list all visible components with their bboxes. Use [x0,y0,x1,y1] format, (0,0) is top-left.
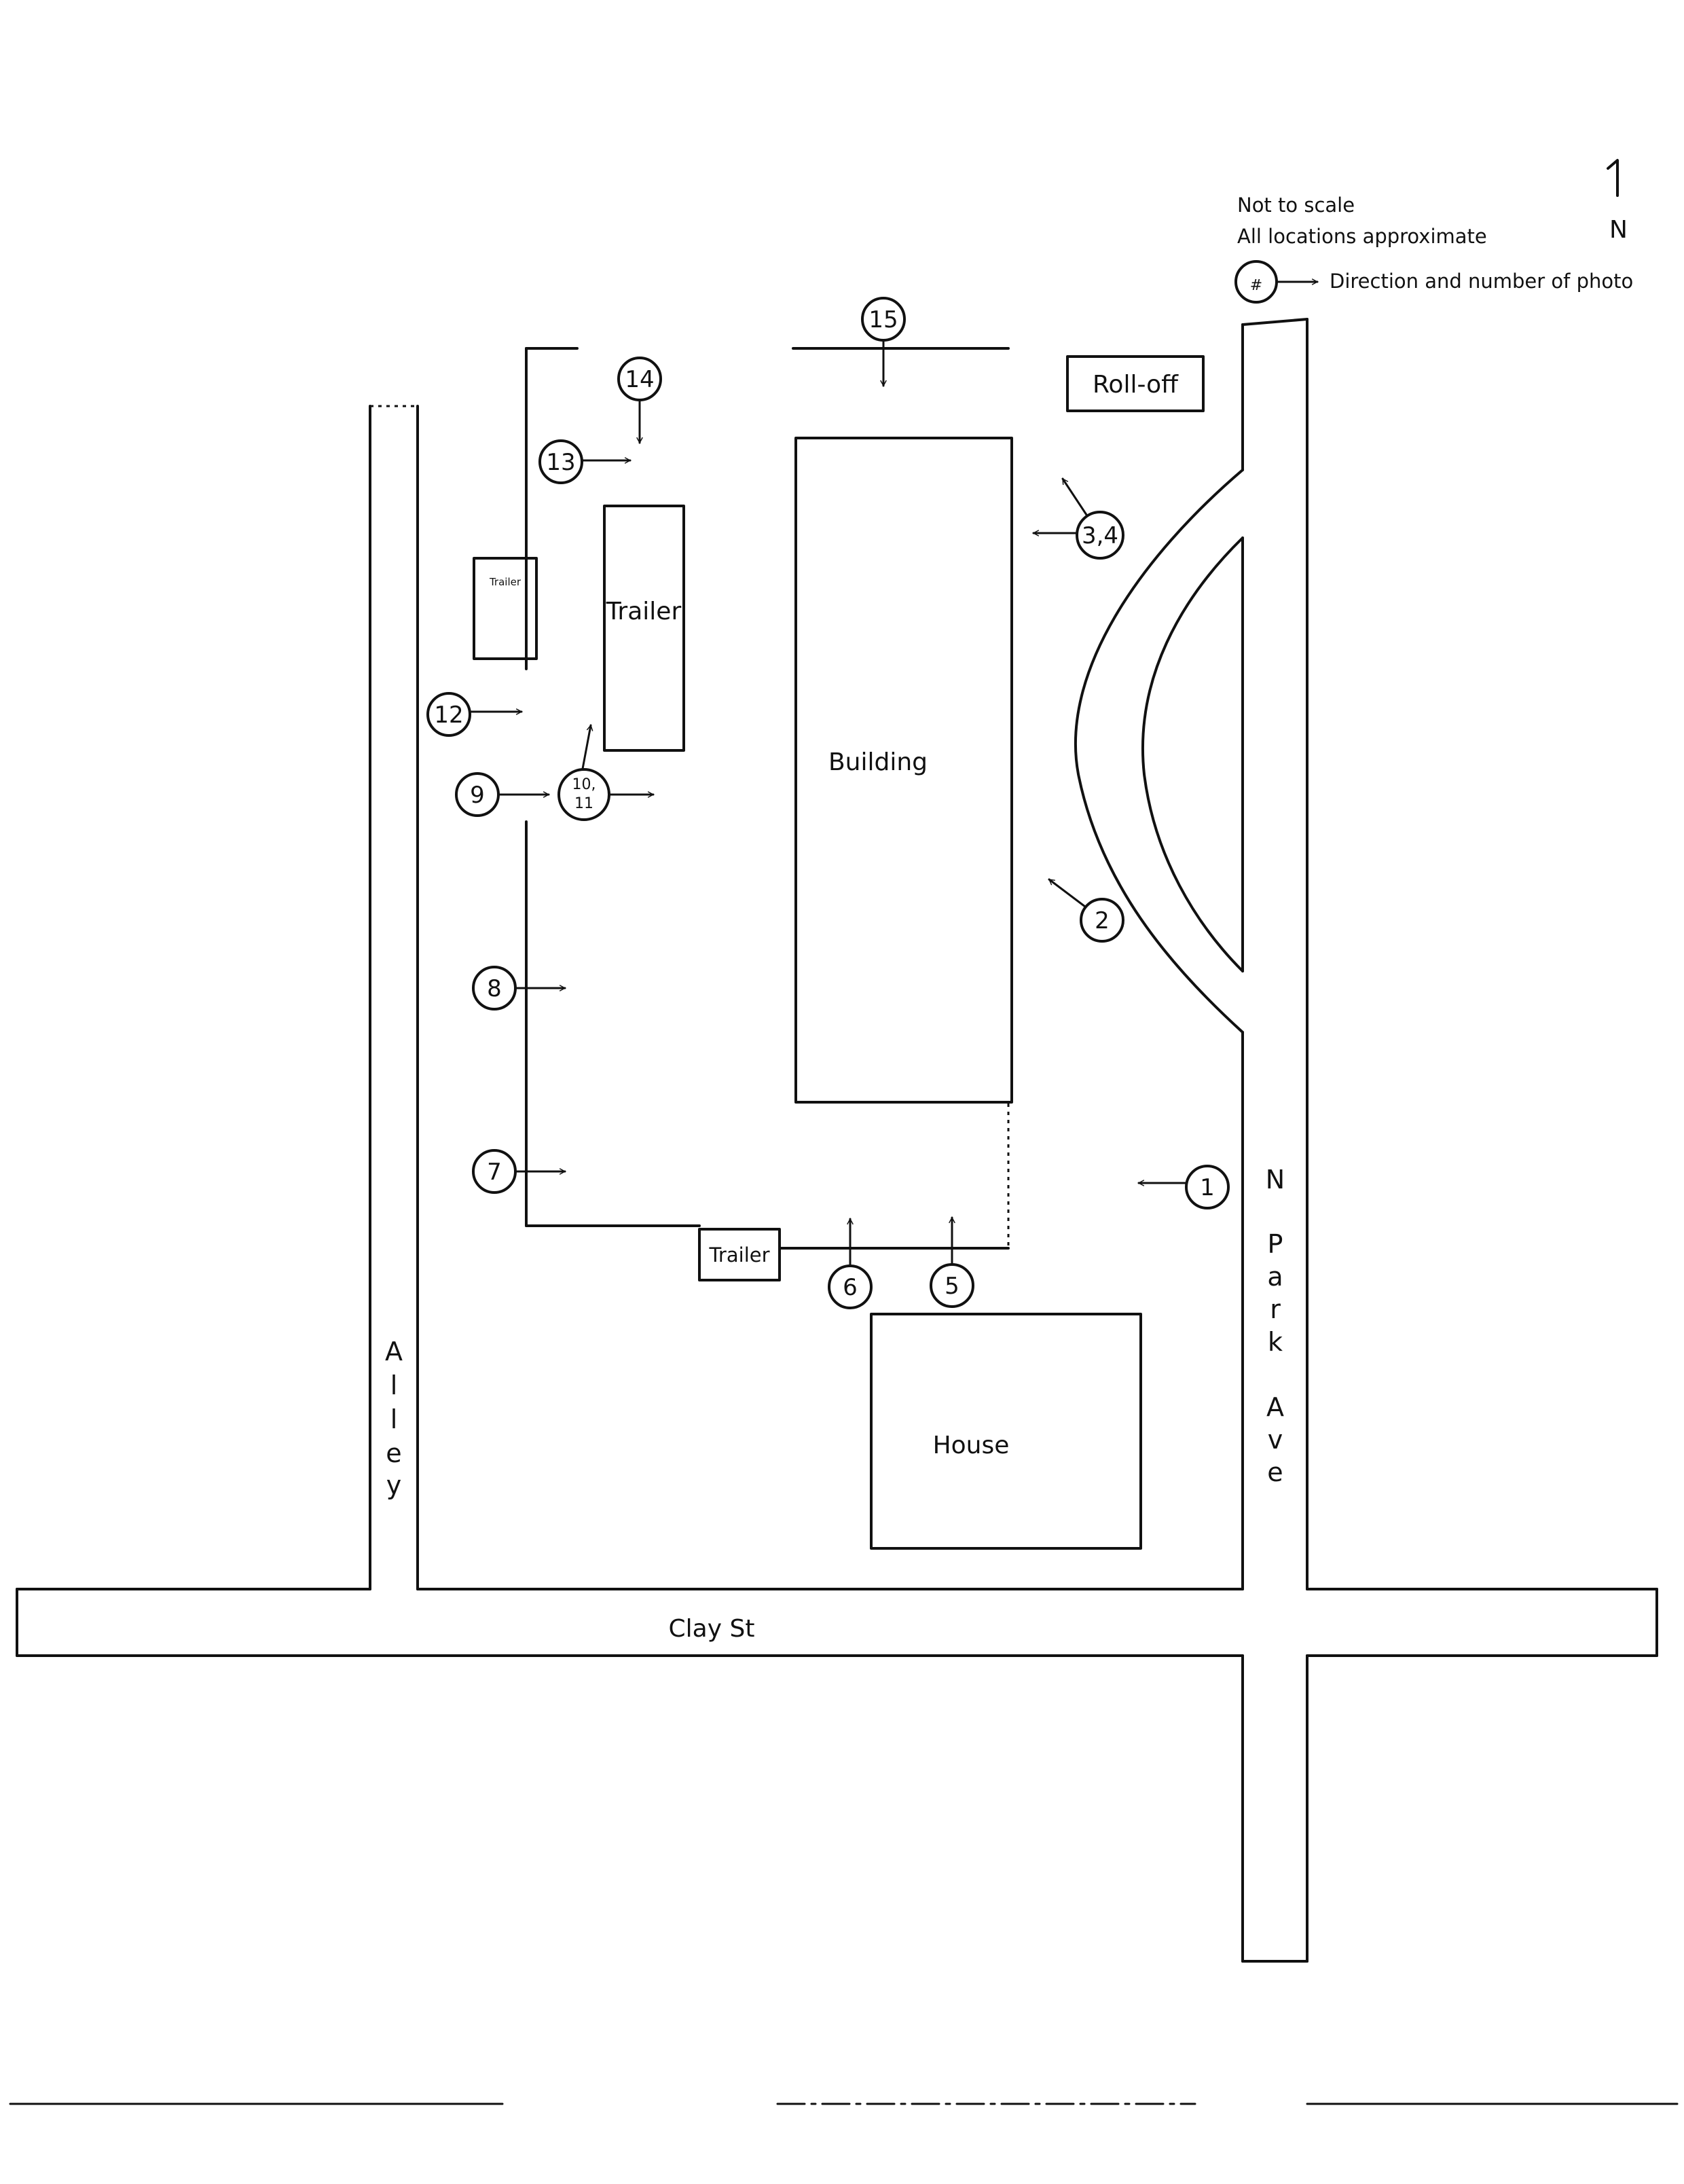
svg-text:8: 8 [487,975,502,1002]
property-boundary [525,347,1010,1250]
photo-point-14: 14 [617,357,662,444]
building: Building [794,437,1013,1104]
svg-text:1: 1 [1200,1174,1215,1201]
trailer-south: Trailer [698,1228,781,1281]
trailer-east: Trailer [603,505,685,752]
photo-point-10-11: 10, 11 [557,724,655,821]
park-ave-letter: v [1268,1425,1283,1455]
curved-driveway [1074,469,1244,1034]
photo-point-3-4: 3,4 [1032,477,1124,560]
trailer-small-label: Trailer [489,576,521,588]
svg-text:15: 15 [868,306,898,333]
rolloff-label: Roll-off [1093,371,1179,399]
park-ave-letter: e [1267,1457,1283,1487]
svg-text:14: 14 [625,366,654,393]
svg-text:12: 12 [434,702,463,729]
trailer-south-label: Trailer [708,1243,769,1267]
trailer-east-label: Trailer [606,598,682,625]
photo-point-6: 6 [828,1218,873,1309]
park-ave-letter: A [1266,1392,1284,1422]
north-label: N [1609,216,1628,244]
photo-key-label: Direction and number of photo [1330,270,1633,293]
photo-point-8: 8 [472,966,566,1011]
trailer-small: Trailer [473,557,538,660]
alley-letter: A [385,1336,403,1366]
svg-text:7: 7 [487,1159,502,1186]
svg-text:2: 2 [1095,907,1110,934]
clay-street-label: Clay St [669,1615,755,1643]
svg-text:5: 5 [945,1273,959,1300]
park-ave-letter: N [1266,1165,1285,1195]
photo-point-2: 2 [1048,878,1124,943]
arrow-northwest-icon [1061,477,1088,516]
svg-text:9: 9 [470,782,485,809]
photo-point-1: 1 [1137,1165,1230,1209]
rolloff-container: Roll-off [1066,355,1205,412]
photo-key-symbol: # [1250,277,1262,294]
svg-text:3,4: 3,4 [1082,522,1118,549]
svg-text:10,: 10, [572,776,596,793]
svg-text:11: 11 [574,795,593,812]
park-avenue: N P a r k A v e [1241,318,1308,1963]
photo-point-13: 13 [538,439,632,484]
park-ave-letter: a [1267,1262,1283,1292]
photo-point-12: 12 [426,692,523,737]
alley-letter: l [390,1370,398,1400]
svg-text:13: 13 [546,449,575,476]
photo-point-15: 15 [861,297,906,387]
arrow-northwest-icon [1048,878,1086,908]
building-label: Building [828,748,928,776]
park-ave-letter: r [1270,1294,1281,1324]
park-ave-letter: k [1268,1327,1283,1357]
house: House [870,1313,1142,1550]
clay-street: Clay St [16,1588,1658,1657]
alley-letter: e [386,1438,401,1468]
scale-note: Not to scale [1237,194,1355,217]
legend: N Not to scale All locations approximate… [1234,159,1633,304]
photo-point-5: 5 [930,1216,974,1308]
svg-text:6: 6 [843,1274,858,1301]
alley: A l l e y [369,405,419,1590]
alley-letter: l [390,1404,398,1434]
location-note: All locations approximate [1237,225,1487,248]
alley-letter: y [386,1470,402,1500]
photo-key: # Direction and number of photo [1234,260,1633,304]
photo-point-9: 9 [455,772,550,817]
house-label: House [933,1432,1010,1459]
north-arrow-icon [1607,159,1619,197]
park-ave-letter: P [1268,1229,1283,1259]
arrow-north-icon [581,724,591,770]
photo-point-7: 7 [472,1149,566,1194]
